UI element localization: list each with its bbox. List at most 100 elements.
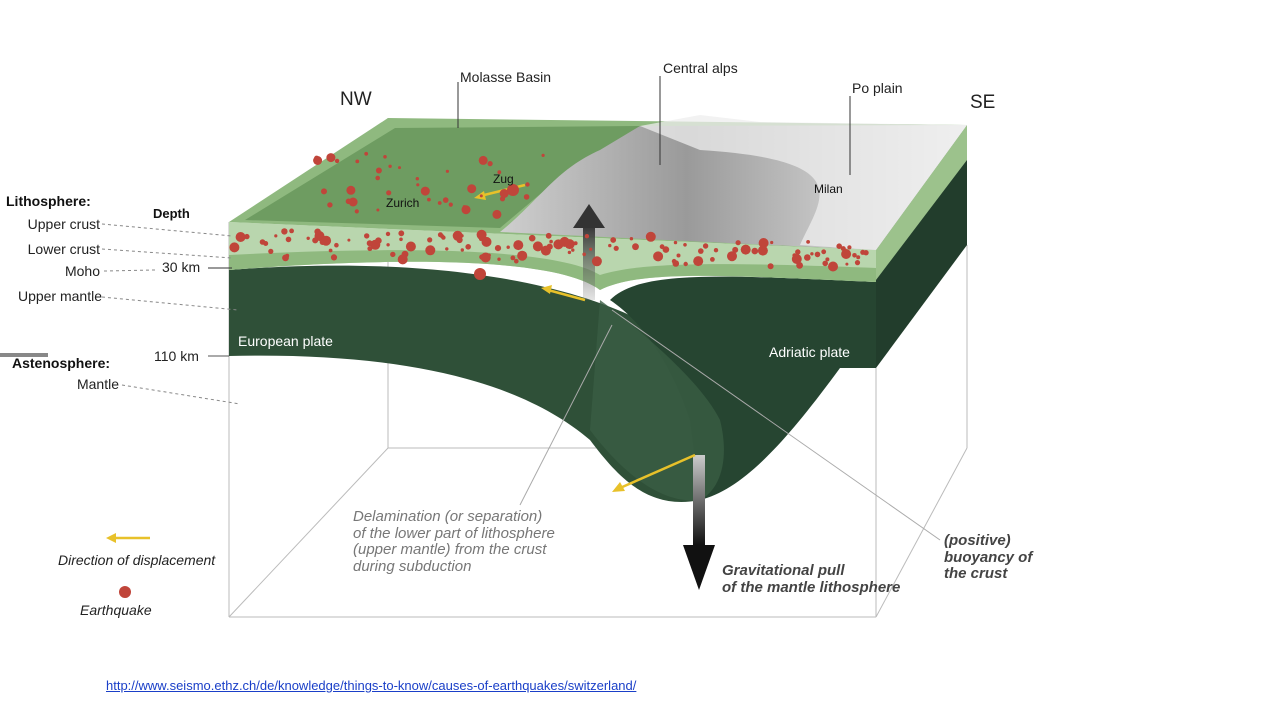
earthquake-dot [795, 249, 801, 255]
earthquake-dot [405, 241, 416, 252]
svg-text:Gravitational pull: Gravitational pull [722, 562, 845, 579]
depth-110km-label: 110 km [154, 348, 199, 364]
earthquake-dot [445, 169, 449, 173]
central-alps-label: Central alps [663, 60, 738, 76]
earthquake-dot [662, 246, 670, 253]
earthquake-dot [727, 251, 737, 262]
earthquake-dot [327, 202, 333, 208]
se-label: SE [970, 92, 995, 113]
earthquake-dot [334, 242, 339, 248]
nw-label: NW [340, 89, 372, 110]
earthquake-dot [836, 243, 842, 249]
earthquake-dot [274, 234, 278, 238]
earthquake-dot [549, 239, 553, 244]
earthquake-dot [796, 262, 803, 269]
earthquake-dot [852, 253, 857, 258]
earthquake-dot [479, 194, 483, 198]
molasse-basin-label: Molasse Basin [460, 69, 551, 85]
earthquake-dot [683, 243, 687, 247]
svg-text:the crust: the crust [944, 565, 1008, 582]
earthquake-dot [608, 243, 612, 248]
earthquake-dot [751, 247, 759, 255]
earthquake-dot [364, 233, 370, 239]
earthquake-dot [263, 241, 269, 246]
earthquake-dot [312, 237, 319, 244]
earthquake-dot [367, 246, 373, 252]
earthquake-dot [439, 234, 445, 239]
earthquake-dot [510, 255, 516, 261]
earthquake-dot [494, 245, 502, 252]
earthquake-dot [235, 232, 246, 242]
earthquake-dot [229, 242, 240, 253]
gravity-arrow [693, 455, 705, 545]
svg-text:(upper mantle) from the crust: (upper mantle) from the crust [353, 541, 547, 558]
svg-text:of the lower part of lithosphe: of the lower part of lithosphere [353, 525, 555, 542]
earthquake-dot [532, 241, 543, 252]
earthquake-dot [386, 190, 392, 196]
earthquake-dot [822, 260, 828, 267]
earthquake-dot [770, 240, 774, 245]
earthquake-dot [321, 188, 327, 195]
depth-30km-label: 30 km [162, 259, 200, 275]
earthquake-dot [348, 197, 358, 207]
earthquake-dot [398, 230, 405, 237]
earthquake-dot [659, 244, 665, 250]
earthquake-dot [732, 246, 739, 253]
earthquake-dot [480, 252, 491, 263]
earthquake-dot [645, 231, 656, 242]
earthquake-dot [567, 250, 572, 255]
svg-text:buoyancy of: buoyancy of [944, 549, 1034, 566]
earthquake-dot [476, 229, 487, 240]
earthquake-dot [452, 230, 463, 241]
earthquake-dot [825, 257, 830, 262]
earthquake-dot [465, 244, 472, 250]
source-link[interactable]: http://www.seismo.ethz.ch/de/knowledge/t… [106, 678, 637, 693]
gravity-annotation: Gravitational pull of the mantle lithosp… [722, 562, 900, 596]
earthquake-dot [390, 251, 396, 258]
earthquake-dot [548, 245, 552, 249]
upper-crust-label: Upper crust [28, 216, 100, 232]
earthquake-dot [735, 240, 741, 246]
earthquake-dot [285, 236, 292, 243]
earthquake-dot [244, 233, 250, 240]
earthquake-dot [427, 237, 433, 243]
earthquake-dot [584, 234, 590, 239]
earthquake-dot [467, 184, 477, 194]
earthquake-dot [388, 164, 392, 168]
adriatic-plate-label: Adriatic plate [769, 344, 850, 360]
earthquake-dot [328, 248, 333, 253]
zurich-label: Zurich [386, 196, 419, 210]
earthquake-dot [492, 209, 502, 219]
earthquake-dot [613, 245, 619, 251]
earthquake-dot [841, 249, 852, 259]
earthquake-dot [354, 209, 359, 214]
earthquake-dot [474, 268, 486, 280]
earthquake-dot [399, 237, 403, 242]
earthquake-dot [582, 252, 586, 257]
earthquake-dot [528, 234, 536, 242]
earthquake-dot [366, 240, 373, 247]
earthquake-dot [321, 235, 332, 246]
earthquake-dot [427, 197, 431, 202]
earthquake-dot [326, 153, 336, 163]
earthquake-dot [513, 240, 524, 251]
adriatic-plate-mantle [610, 276, 876, 500]
earthquake-dot [425, 245, 436, 256]
earthquake-dot [740, 244, 751, 255]
earthquake-dot [306, 236, 310, 240]
earthquake-dot [698, 248, 704, 254]
earthquake-dot [415, 177, 419, 181]
svg-text:(positive): (positive) [944, 532, 1011, 549]
earthquake-dot [814, 251, 821, 258]
earthquake-dot [517, 250, 528, 261]
legend-earthquake: Earthquake [80, 602, 152, 618]
earthquake-dot [545, 232, 552, 239]
earthquake-dot [653, 251, 664, 262]
svg-text:Delamination (or separation): Delamination (or separation) [353, 508, 542, 525]
earthquake-dot [767, 263, 774, 270]
astenosphere-label: Astenosphere: [12, 355, 110, 371]
leader-lines [101, 76, 941, 541]
earthquake-dot [383, 155, 387, 159]
earthquake-dot [791, 254, 802, 264]
earthquake-dot [591, 256, 602, 267]
